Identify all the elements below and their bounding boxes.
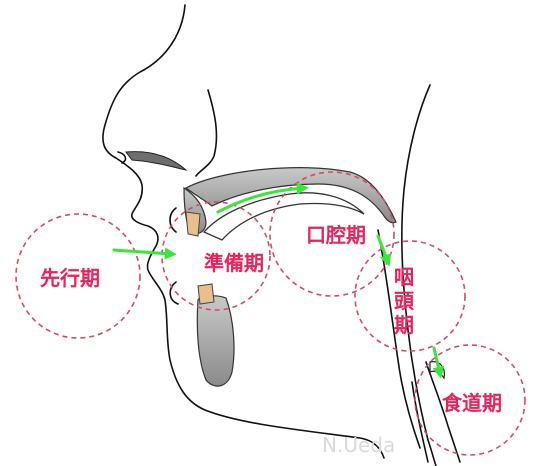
nasal-passage [126,152,186,170]
label-pharyngeal-char-2: 頭 [394,289,415,313]
lips [170,208,178,304]
label-anticipatory: 先行期 [40,266,100,290]
label-pharyngeal-char-3: 期 [394,313,414,337]
label-esophageal: 食道期 [442,391,502,415]
watermark: N.Ueda [322,433,395,457]
pharynx [378,230,420,448]
label-preparatory: 準備期 [204,251,264,275]
trachea [412,382,428,462]
label-oral: 口腔期 [306,223,366,247]
lower-teeth [198,284,214,304]
label-pharyngeal-char-1: 咽 [394,265,414,289]
label-pharyngeal: 咽 頭 期 [394,265,415,337]
upper-teeth [186,212,200,236]
arrow-to-mouth [114,250,172,254]
